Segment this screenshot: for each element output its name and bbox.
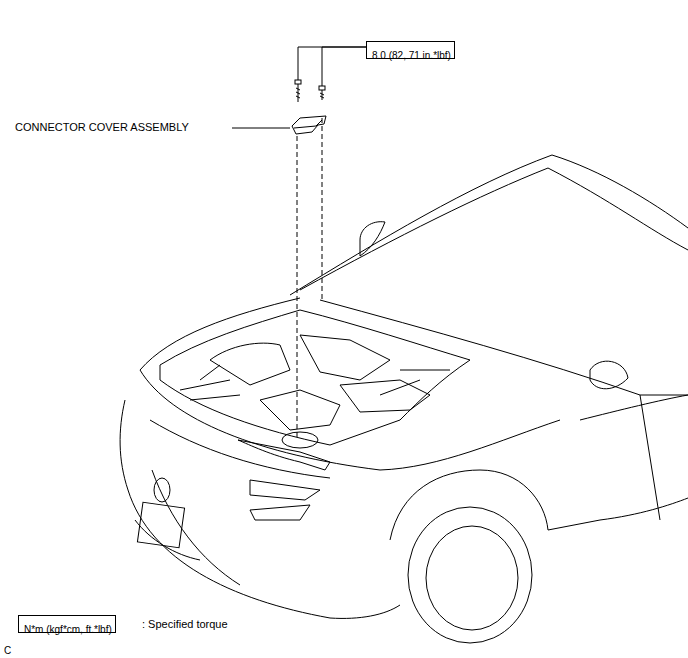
legend-note: : Specified torque: [142, 618, 228, 631]
unit-box: N*m (kgf*cm, ft.*lbf): [18, 615, 116, 633]
part-name: CONNECTOR COVER ASSEMBLY: [15, 121, 189, 134]
leader-line: [298, 47, 366, 80]
connector-cover: [292, 116, 326, 134]
figure-code: C: [4, 644, 11, 657]
car-body: [120, 155, 688, 643]
torque-text: N*m (kgf*cm, ft.*lbf): [24, 624, 112, 636]
bolt-symbol: [295, 80, 301, 102]
torque-text: 8.0 (82, 71 in.*lbf): [372, 50, 451, 62]
torque-box: 8.0 (82, 71 in.*lbf): [366, 41, 455, 59]
install-line: [322, 118, 323, 300]
leader-line: [322, 47, 366, 86]
install-line: [297, 136, 298, 440]
leader-line: [232, 128, 290, 129]
engine-compartment: [160, 310, 470, 448]
bolt-symbol: [319, 86, 325, 100]
